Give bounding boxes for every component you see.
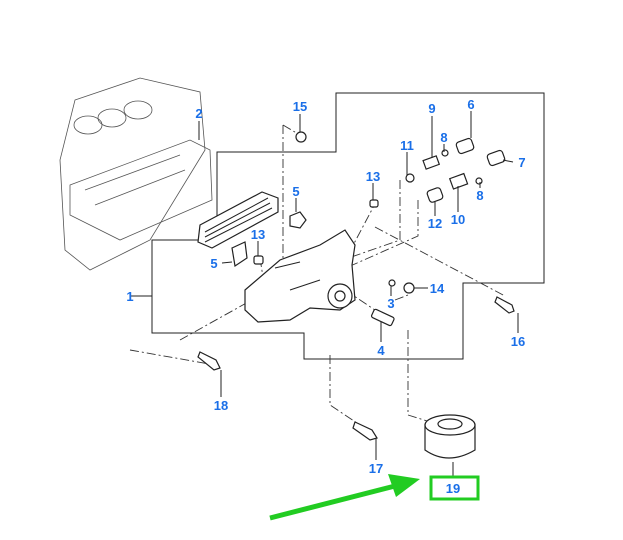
- plug-13-upper: [369, 199, 379, 208]
- bolt-15: [295, 131, 307, 143]
- valve-12: [426, 187, 444, 203]
- gasket-5-lower: [231, 241, 248, 268]
- bolt-16: [494, 296, 515, 314]
- o-ring-8-upper: [441, 149, 449, 157]
- washer-3: [388, 279, 396, 287]
- callout-19-highlight-box: [429, 475, 480, 501]
- callout-9[interactable]: 9: [428, 101, 435, 116]
- leader-lines: [130, 111, 519, 476]
- callout-18[interactable]: 18: [214, 398, 228, 413]
- callouts: 1 2 3 4 5 5 6 7 8 8 9 10 11 12 13 13 14 …: [126, 97, 525, 496]
- callout-12[interactable]: 12: [428, 216, 442, 231]
- o-ring-11: [405, 173, 415, 183]
- engine-block: [59, 77, 213, 271]
- oil-filter-19: [424, 414, 476, 459]
- callout-6[interactable]: 6: [467, 97, 474, 112]
- bolt-17: [352, 421, 378, 441]
- callout-8-upper[interactable]: 8: [440, 130, 447, 145]
- callout-4[interactable]: 4: [377, 343, 385, 358]
- nut-14: [403, 282, 415, 294]
- oil-cooler: [197, 191, 279, 249]
- o-ring-8-lower: [475, 177, 483, 185]
- callout-19[interactable]: 19: [446, 481, 460, 496]
- spring-10: [448, 172, 469, 190]
- callout-14[interactable]: 14: [430, 281, 445, 296]
- callout-5-lower[interactable]: 5: [210, 256, 217, 271]
- assembly-frame: [151, 92, 545, 360]
- sensor-4: [370, 308, 395, 327]
- bolt-18: [197, 351, 221, 371]
- callout-3[interactable]: 3: [387, 296, 394, 311]
- spring-9: [422, 155, 441, 170]
- plug-13-lower: [253, 255, 264, 265]
- callout-17[interactable]: 17: [369, 461, 383, 476]
- callout-7[interactable]: 7: [518, 155, 525, 170]
- callout-5-upper[interactable]: 5: [292, 184, 299, 199]
- callout-15[interactable]: 15: [293, 99, 307, 114]
- plug-6: [455, 137, 475, 155]
- callout-2[interactable]: 2: [195, 106, 202, 121]
- callout-13-lower[interactable]: 13: [251, 227, 265, 242]
- callout-13-upper[interactable]: 13: [366, 169, 380, 184]
- oil-filter-housing: [244, 229, 356, 323]
- callout-10[interactable]: 10: [451, 212, 465, 227]
- plug-7: [486, 149, 506, 167]
- callout-8-lower[interactable]: 8: [476, 188, 483, 203]
- highlight-arrow: [269, 474, 420, 521]
- callout-1[interactable]: 1: [126, 289, 133, 304]
- gasket-5-upper: [289, 211, 307, 229]
- callout-16[interactable]: 16: [511, 334, 525, 349]
- callout-11[interactable]: 11: [400, 138, 414, 153]
